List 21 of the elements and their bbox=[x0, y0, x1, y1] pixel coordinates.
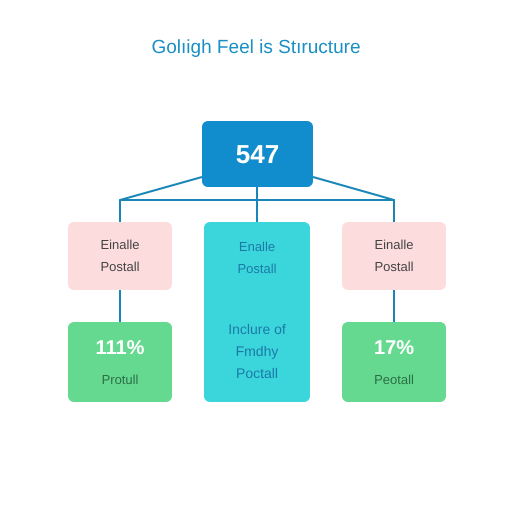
connector-line bbox=[119, 176, 202, 222]
connector-line bbox=[119, 290, 121, 322]
diagram-title: Golıigh Feel is Stıructure bbox=[151, 36, 361, 60]
node-label: Inclure of Fmdhy Poctall bbox=[227, 320, 287, 383]
node-box bbox=[68, 222, 172, 290]
node-box bbox=[342, 322, 446, 402]
value-text: 17% bbox=[374, 336, 414, 361]
value-text: 111% bbox=[96, 336, 144, 361]
value-text: 547 bbox=[236, 138, 280, 170]
node-box bbox=[68, 322, 172, 402]
connector-line bbox=[256, 187, 258, 222]
root-box bbox=[202, 121, 313, 187]
node-label: Einalle Postall bbox=[373, 236, 415, 276]
node-label: Protull bbox=[100, 371, 140, 389]
node-box bbox=[204, 222, 310, 402]
connector-line bbox=[312, 176, 395, 222]
node-label: Enalle Postall bbox=[236, 238, 278, 278]
node-label: Peotall bbox=[373, 371, 415, 389]
connector-line bbox=[393, 290, 395, 322]
node-label: Einalle Postall bbox=[99, 236, 141, 276]
node-box bbox=[342, 222, 446, 290]
